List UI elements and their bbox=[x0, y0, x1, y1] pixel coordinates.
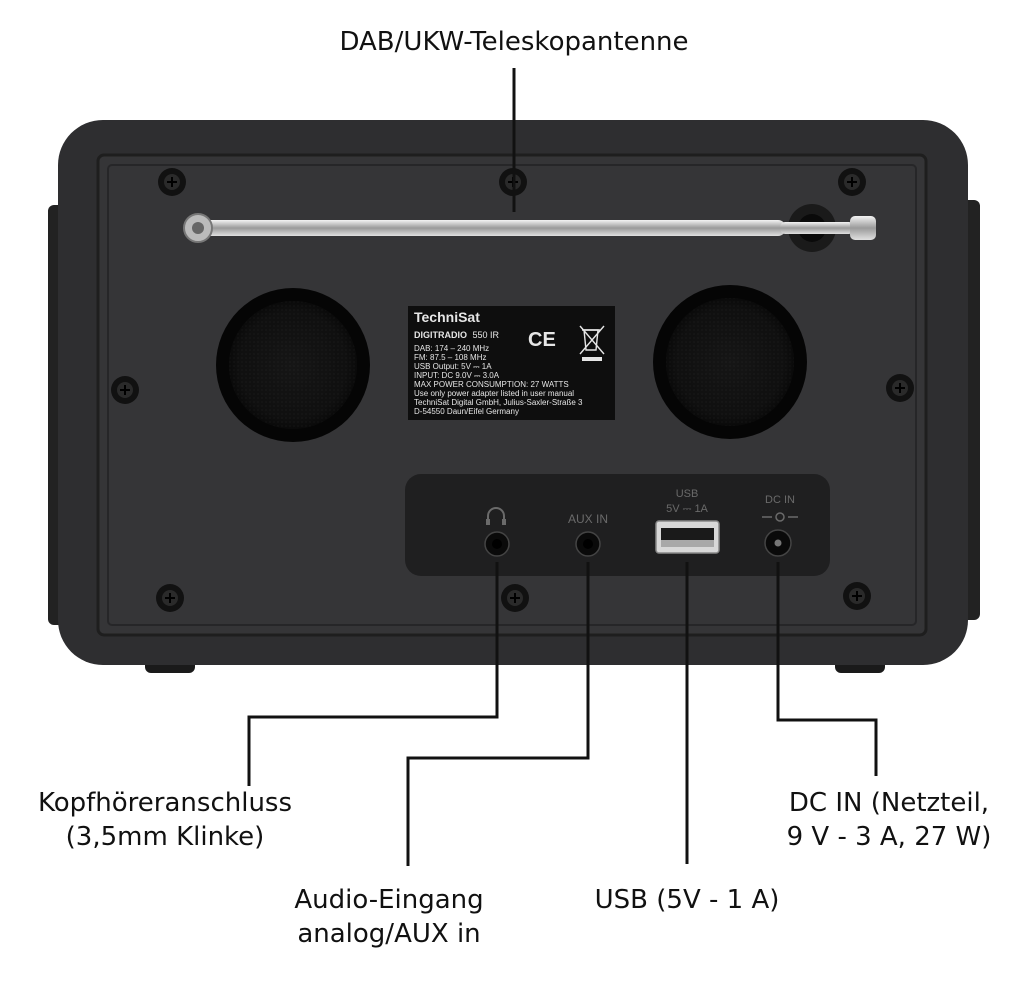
headphone-jack bbox=[484, 531, 510, 557]
aux-jack bbox=[575, 531, 601, 557]
dc-jack bbox=[764, 529, 792, 557]
callout-usb-text: USB (5V - 1 A) bbox=[594, 885, 780, 915]
callout-headphone: Kopfhöreranschluss (3,5mm Klinke) bbox=[38, 786, 292, 854]
label-line: DAB: 174 – 240 MHz bbox=[414, 344, 489, 353]
callout-dcin: DC IN (Netzteil, 9 V - 3 A, 27 W) bbox=[787, 786, 992, 854]
usb-port-label: USB bbox=[676, 488, 699, 500]
label-line: D-54550 Daun/Eifel Germany bbox=[414, 407, 519, 416]
weee-bin-icon bbox=[579, 325, 605, 361]
usb-port-spec: 5V ⎓ 1A bbox=[666, 503, 708, 515]
callout-aux: Audio-Eingang analog/AUX in bbox=[294, 883, 483, 951]
callout-usb: USB (5V - 1 A) bbox=[595, 883, 780, 917]
bass-port-right bbox=[653, 285, 807, 439]
label-line: Use only power adapter listed in user ma… bbox=[414, 389, 574, 398]
label-line: TechniSat Digital GmbH, Julius-Saxler-St… bbox=[414, 398, 583, 407]
label-brand: TechniSat bbox=[414, 309, 480, 325]
port-panel: AUX IN USB 5V ⎓ 1A DC IN bbox=[405, 474, 830, 576]
label-line: INPUT: DC 9.0V ⎓ 3.0A bbox=[414, 371, 500, 380]
callout-antenna-text: DAB/UKW-Teleskopantenne bbox=[339, 27, 689, 57]
label-line: MAX POWER CONSUMPTION: 27 WATTS bbox=[414, 380, 569, 389]
svg-text:DIGITRADIO 550 IR: DIGITRADIO 550 IR bbox=[414, 330, 500, 340]
bass-port-left bbox=[216, 288, 370, 442]
dc-port-label: DC IN bbox=[765, 494, 795, 506]
label-model-rest: 550 IR bbox=[473, 330, 500, 340]
usb-port bbox=[655, 520, 720, 554]
callout-headphone-line2: (3,5mm Klinke) bbox=[65, 822, 265, 852]
headphone-icon bbox=[486, 507, 506, 525]
leader-lines bbox=[247, 68, 878, 866]
callout-dcin-line2: 9 V - 3 A, 27 W) bbox=[786, 822, 992, 852]
callout-dcin-line1: DC IN (Netzteil, bbox=[788, 788, 990, 818]
callout-aux-line2: analog/AUX in bbox=[297, 919, 481, 949]
label-model-bold: DIGITRADIO bbox=[414, 330, 467, 340]
aux-port-label: AUX IN bbox=[568, 512, 608, 526]
callout-antenna: DAB/UKW-Teleskopantenne bbox=[339, 25, 688, 59]
rating-label: TechniSat DIGITRADIO 550 IR DAB: 174 – 2… bbox=[408, 306, 615, 420]
label-line: FM: 87.5 – 108 MHz bbox=[414, 353, 486, 362]
callout-headphone-line1: Kopfhöreranschluss bbox=[37, 788, 293, 818]
label-line: USB Output: 5V ⎓ 1A bbox=[414, 362, 492, 371]
telescopic-antenna bbox=[183, 204, 876, 252]
callout-aux-line1: Audio-Eingang bbox=[294, 885, 484, 915]
ce-mark: CE bbox=[528, 329, 556, 351]
